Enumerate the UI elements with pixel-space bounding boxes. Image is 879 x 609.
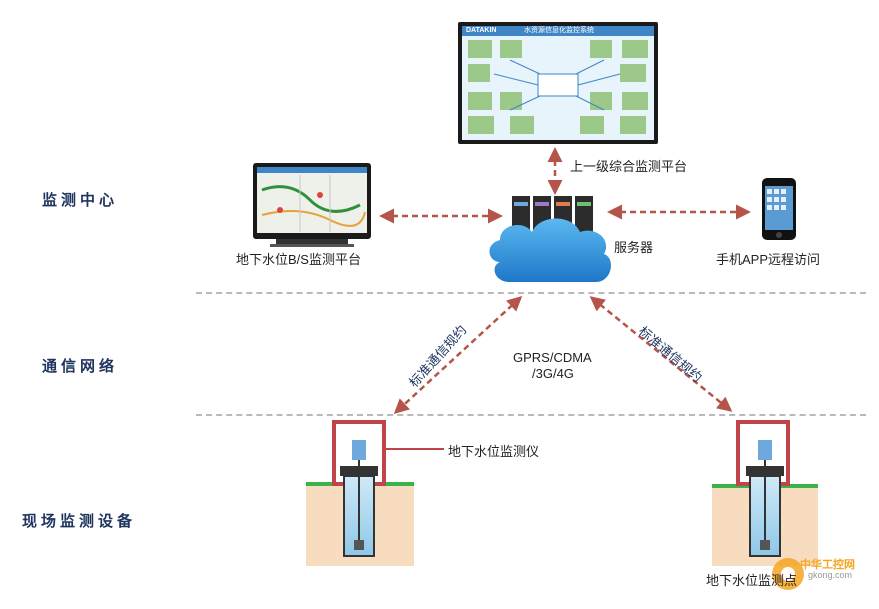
well-right (712, 420, 818, 566)
divider-top (196, 292, 866, 294)
bs-platform-monitor (253, 163, 371, 247)
well-left (306, 420, 444, 566)
watermark-text: 中华工控网 (800, 559, 855, 571)
transport-label-line2: /3G/4G (532, 366, 574, 381)
section-label-communication-network: 通信网络 (42, 358, 119, 375)
upper-platform-label: 上一级综合监测平台 (570, 159, 688, 174)
server-cloud (489, 196, 611, 282)
watermark-logo (772, 558, 804, 590)
section-label-monitoring-center: 监测中心 (42, 192, 119, 209)
server-label: 服务器 (614, 240, 654, 255)
watermark-url: gkong.com (808, 570, 853, 580)
monitor-point-label: 地下水位监测点 (706, 573, 798, 588)
big-screen-monitor (458, 22, 658, 144)
section-label-field-equipment: 现场监测设备 (22, 513, 137, 530)
smartphone (762, 178, 796, 240)
big-screen-brand: DATAKIN (466, 27, 497, 34)
transport-label-line1: GPRS/CDMA (513, 350, 592, 365)
monitor-device-label: 地下水位监测仪 (448, 444, 540, 459)
divider-bottom (196, 414, 866, 416)
connection-arrows (379, 147, 751, 415)
bs-platform-label: 地下水位B/S监测平台 (236, 252, 361, 267)
big-screen-title: 水资源信息化监控系统 (524, 27, 594, 34)
mobile-app-label: 手机APP远程访问 (716, 252, 821, 267)
